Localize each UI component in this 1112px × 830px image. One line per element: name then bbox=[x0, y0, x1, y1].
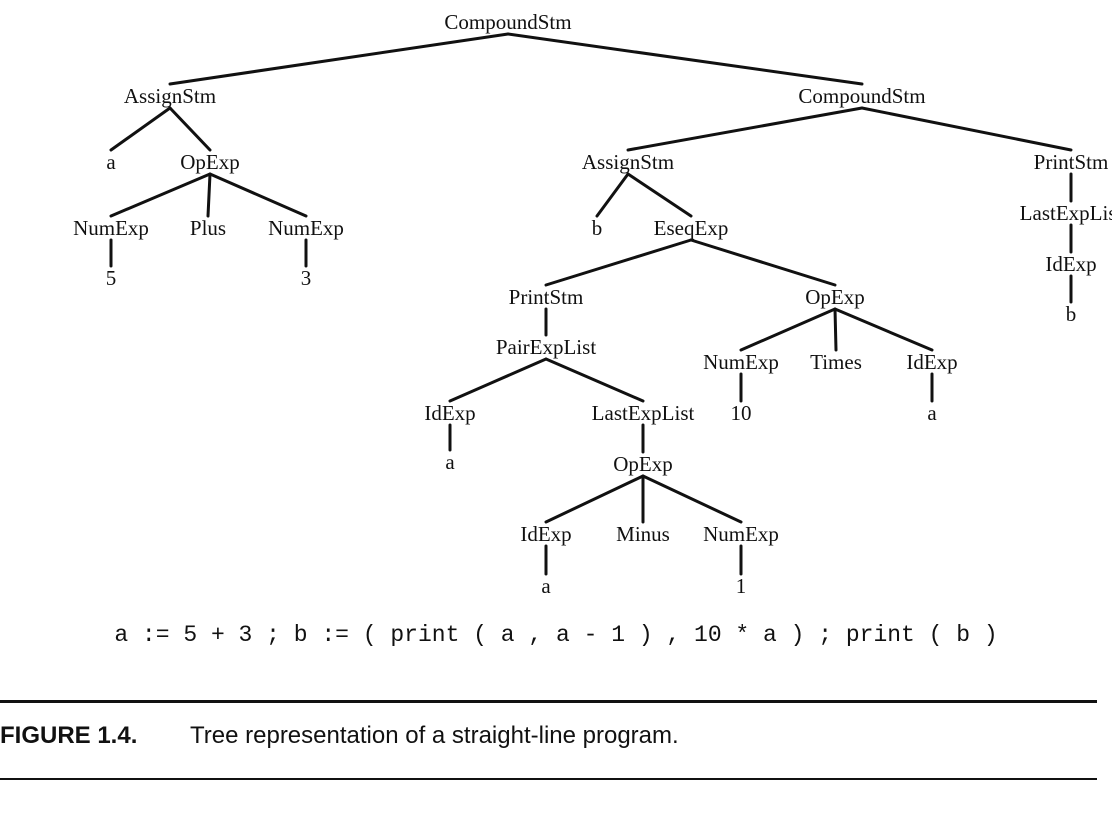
tree-node-n2: AssignStm bbox=[124, 84, 216, 108]
tree-node-n22: Times bbox=[810, 350, 862, 374]
tree-node-n29: OpExp bbox=[613, 452, 673, 476]
caption-bottom-rule bbox=[0, 778, 1097, 780]
tree-node-n17: b bbox=[1066, 302, 1077, 326]
tree-node-n7: Plus bbox=[190, 216, 226, 240]
tree-node-n15: LastExpList bbox=[1020, 201, 1112, 225]
tree-node-n28: a bbox=[445, 450, 455, 474]
tree-edge bbox=[860, 106, 1073, 152]
tree-node-n19: OpExp bbox=[805, 285, 865, 309]
tree-node-n8: NumExp bbox=[268, 216, 344, 240]
tree-node-n16: IdExp bbox=[1045, 252, 1096, 276]
tree-node-n13: b bbox=[592, 216, 603, 240]
figure-caption-label: FIGURE 1.4. bbox=[0, 722, 138, 749]
tree-edge bbox=[689, 238, 837, 287]
tree-edge bbox=[109, 172, 212, 218]
tree-node-n21: NumExp bbox=[703, 350, 779, 374]
tree-edge bbox=[109, 106, 172, 152]
tree-node-n10: 3 bbox=[301, 266, 312, 290]
tree-node-n20: PairExpList bbox=[496, 335, 596, 359]
program-source-code: a := 5 + 3 ; b := ( print ( a , a - 1 ) … bbox=[114, 622, 998, 648]
tree-node-n11: AssignStm bbox=[582, 150, 674, 174]
tree-edge bbox=[626, 172, 693, 218]
tree-edge bbox=[168, 106, 212, 152]
tree-node-n14: EseqExp bbox=[654, 216, 729, 240]
tree-edge bbox=[168, 32, 510, 86]
tree-node-n6: NumExp bbox=[73, 216, 149, 240]
tree-node-n4: a bbox=[106, 150, 116, 174]
tree-edge bbox=[833, 307, 934, 352]
caption-top-rule bbox=[0, 700, 1097, 703]
tree-node-n3: CompoundStm bbox=[798, 84, 925, 108]
tree-edge bbox=[833, 307, 838, 352]
tree-edge bbox=[641, 474, 743, 524]
tree-node-n5: OpExp bbox=[180, 150, 240, 174]
tree-node-n18: PrintStm bbox=[509, 285, 584, 309]
tree-edge bbox=[544, 357, 645, 403]
tree-edge bbox=[739, 307, 837, 352]
tree-node-n27: a bbox=[927, 401, 937, 425]
tree-node-n24: IdExp bbox=[424, 401, 475, 425]
tree-node-n12: PrintStm bbox=[1034, 150, 1109, 174]
tree-node-n1: CompoundStm bbox=[444, 10, 571, 34]
tree-node-n31: Minus bbox=[616, 522, 670, 546]
tree-node-n23: IdExp bbox=[906, 350, 957, 374]
tree-edge bbox=[595, 172, 630, 218]
tree-node-n25: LastExpList bbox=[592, 401, 695, 425]
tree-edge bbox=[544, 238, 693, 287]
tree-node-n30: IdExp bbox=[520, 522, 571, 546]
tree-node-n26: 10 bbox=[731, 401, 752, 425]
tree-node-n33: a bbox=[541, 574, 551, 598]
figure-caption: FIGURE 1.4. Tree representation of a stra… bbox=[0, 722, 679, 750]
tree-edge bbox=[206, 172, 212, 218]
tree-edge bbox=[506, 32, 864, 86]
tree-edges bbox=[109, 32, 1073, 576]
tree-edge bbox=[448, 357, 548, 403]
tree-edge bbox=[208, 172, 308, 218]
tree-node-n34: 1 bbox=[736, 574, 747, 598]
tree-node-n32: NumExp bbox=[703, 522, 779, 546]
figure-caption-text: Tree representation of a straight-line p… bbox=[190, 722, 679, 749]
tree-edge bbox=[544, 474, 645, 524]
tree-node-n9: 5 bbox=[106, 266, 117, 290]
tree-edge bbox=[626, 106, 864, 152]
